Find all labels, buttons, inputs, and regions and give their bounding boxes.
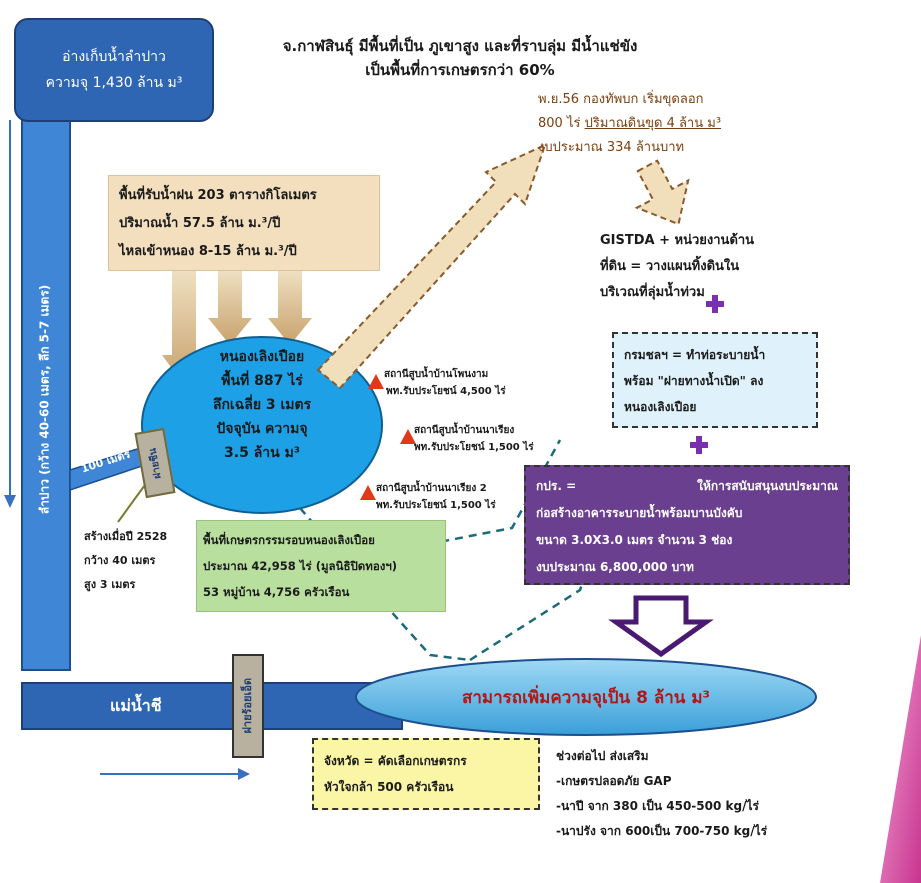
flow-down-arrow [4, 495, 16, 508]
roiet-weir-block: ฝายร้อยเอ็ด [232, 654, 264, 758]
pump-station-marker-2 [400, 429, 416, 444]
canal-label: ลำปาว (กว้าง 40-60 เมตร, ลึก 5-7 เมตร) [37, 284, 52, 515]
reservoir-name: อ่างเก็บน้ำลำปาว [62, 49, 166, 65]
river-label: แม่น้ำชี [110, 696, 162, 715]
pump-station-marker-3 [360, 485, 376, 500]
pond-label: หนองเลิงเปือย พื้นที่ 887 ไร่ ลึกเฉลี่ย … [172, 345, 352, 465]
next-phase-gap: -เกษตรปลอดภัย GAP [556, 774, 672, 788]
pump-station-2-benefit: พท.รับประโยชน์ 1,500 ไร่ [414, 442, 534, 453]
flow-right-arrow [238, 768, 250, 780]
header-title: จ.กาฬสินธุ์ มีพื้นที่เป็น ภูเขาสูง และที… [230, 34, 690, 82]
chi-river [21, 682, 403, 730]
farm-area-box: พื้นที่เกษตรกรรมรอบหนองเลิงเปือย ประมาณ … [196, 520, 446, 612]
next-phase: ช่วงต่อไป ส่งเสริม -เกษตรปลอดภัย GAP -นา… [556, 744, 767, 844]
pond-depth: ลึกเฉลี่ย 3 เมตร [212, 397, 312, 413]
catchment-volume: ปริมาณน้ำ 57.5 ล้าน ม.³/ปี [119, 216, 281, 231]
province-box: จังหวัด = คัดเลือกเกษตรกร หัวใจกล้า 500 … [312, 738, 540, 810]
army-budget: งบประมาณ 334 ล้านบาท [538, 140, 685, 155]
support-line-3: ขนาด 3.0X3.0 เมตร จำนวน 3 ช่อง [536, 533, 733, 547]
reservoir-box: อ่างเก็บน้ำลำปาว ความจุ 1,430 ล้าน ม³ [14, 18, 214, 122]
catchment-area: พื้นที่รับน้ำฝน 203 ตารางกิโลเมตร [119, 188, 317, 203]
catchment-inflow: ไหลเข้าหนอง 8-15 ล้าน ม.³/ปี [119, 244, 297, 259]
pump-station-2: สถานีสูบน้ำบ้านนาเรียง พท.รับประโยชน์ 1,… [414, 422, 534, 456]
support-agency: กปร. = [536, 479, 577, 493]
header-line-1: จ.กาฬสินธุ์ มีพื้นที่เป็น ภูเขาสูง และที… [282, 37, 638, 55]
pond-shape [141, 336, 383, 514]
diagonal-arrow [316, 143, 547, 390]
gistda-line-3: บริเวณที่ลุ่มน้ำท่วม [600, 285, 705, 300]
support-purpose: ให้การสนับสนุนงบประมาณ [697, 479, 838, 493]
catchment-box: พื้นที่รับน้ำฝน 203 ตารางกิโลเมตร ปริมาณ… [108, 175, 380, 271]
pump-station-marker-1 [368, 374, 384, 389]
irrigation-line-3: หนองเลิงเปือย [624, 400, 697, 414]
gistda-line-1: GISTDA + หน่วยงานด้าน [600, 233, 755, 248]
farm-area-size: ประมาณ 42,958 ไร่ (มูลนิธิปิดทองฯ) [203, 559, 398, 573]
weir-height: สูง 3 เมตร [84, 578, 136, 591]
farm-area-villages: 53 หมู่บ้าน 4,756 ครัวเรือน [203, 585, 350, 599]
header-line-2: เป็นพื้นที่การเกษตรกว่า 60% [365, 61, 555, 79]
weir-built: สร้างเมื่อปี 2528 [84, 530, 168, 543]
gistda-line-2: ที่ดิน = วางแผนทิ้งดินใน [600, 259, 740, 274]
pump-station-2-name: สถานีสูบน้ำบ้านนาเรียง [414, 425, 515, 436]
support-box: กปร. = ให้การสนับสนุนงบประมาณ ก่อสร้างอาค… [524, 465, 850, 585]
province-line-2: หัวใจกล้า 500 ครัวเรือน [324, 780, 454, 794]
pond-area: พื้นที่ 887 ไร่ [221, 373, 303, 389]
pond-name: หนองเลิงเปือย [219, 349, 305, 365]
irrigation-line-1: กรมชลฯ = ทำท่อระบายน้ำ [624, 348, 766, 362]
support-line-1: กปร. = ให้การสนับสนุนงบประมาณ [536, 473, 838, 500]
pump-station-3-benefit: พท.รับประโยชน์ 1,500 ไร่ [376, 500, 496, 511]
pump-station-1-benefit: พท.รับประโยชน์ 4,500 ไร่ [386, 386, 506, 397]
result-ellipse-shape [355, 658, 817, 736]
pump-station-3: สถานีสูบน้ำบ้านนาเรียง 2 พท.รับประโยชน์ … [376, 480, 496, 514]
next-phase-naprang: -นาปรัง จาก 600เป็น 700-750 kg/ไร่ [556, 824, 768, 838]
army-soil: 800 ไร่ ปริมาณดินขุด 4 ล้าน ม³ [538, 112, 721, 136]
down-arrow-army [634, 159, 690, 226]
weir-label: ฝายชีน [146, 446, 164, 480]
support-line-4: งบประมาณ 6,800,000 บาท [536, 560, 694, 574]
pond-capacity: 3.5 ล้าน ม³ [224, 445, 300, 461]
reservoir-capacity: ความจุ 1,430 ล้าน ม³ [45, 75, 183, 91]
army-soil-volume: ปริมาณดินขุด 4 ล้าน ม³ [584, 116, 722, 131]
gistda-info: GISTDA + หน่วยงานด้าน ที่ดิน = วางแผนทิ้… [600, 228, 754, 306]
army-start: พ.ย.56 กองทัพบก เริ่มขุดลอก [538, 92, 704, 107]
roiet-weir-label: ฝายร้อยเอ็ด [241, 678, 254, 734]
pump-station-1: สถานีสูบน้ำบ้านโพนงาม พท.รับประโยชน์ 4,5… [384, 366, 506, 400]
weir-width: กว้าง 40 เมตร [84, 554, 156, 567]
pump-station-3-name: สถานีสูบน้ำบ้านนาเรียง 2 [376, 483, 487, 494]
irrigation-line-2: พร้อม "ฝายทางน้ำเปิด" ลง [624, 374, 764, 388]
irrigation-box: กรมชลฯ = ทำท่อระบายน้ำ พร้อม "ฝายทางน้ำเ… [612, 332, 818, 428]
result-text: สามารถเพิ่มความจุเป็น 8 ล้าน ม³ [462, 688, 710, 708]
corner-decoration [880, 635, 921, 883]
plus-signs [690, 295, 724, 454]
army-area: 800 ไร่ [538, 116, 585, 131]
pond-current: ปัจจุบัน ความจุ [216, 421, 308, 437]
weir-info: สร้างเมื่อปี 2528 กว้าง 40 เมตร สูง 3 เม… [84, 525, 167, 597]
pump-station-1-name: สถานีสูบน้ำบ้านโพนงาม [384, 369, 489, 380]
next-phase-title: ช่วงต่อไป ส่งเสริม [556, 749, 649, 763]
province-line-1: จังหวัด = คัดเลือกเกษตรกร [324, 754, 467, 768]
next-phase-napi: -นาปี จาก 380 เป็น 450-500 kg/ไร่ [556, 799, 759, 813]
farm-area-title: พื้นที่เกษตรกรรมรอบหนองเลิงเปือย [203, 533, 375, 547]
support-line-2: ก่อสร้างอาคารระบายน้ำพร้อมบานบังคับ [536, 506, 743, 520]
army-info: พ.ย.56 กองทัพบก เริ่มขุดลอก 800 ไร่ ปริม… [538, 88, 721, 160]
purple-down-arrow [608, 595, 714, 658]
